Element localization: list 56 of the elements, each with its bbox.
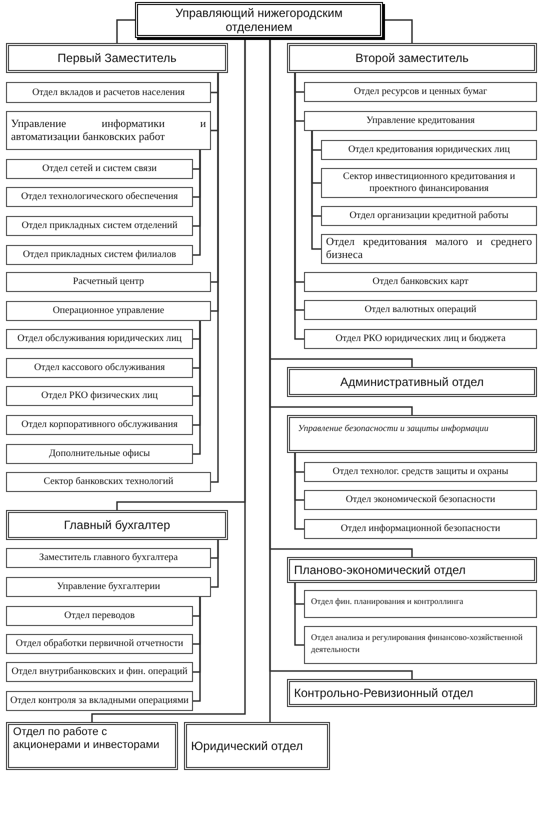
connector-line xyxy=(193,597,201,702)
department-box: Отдел обслуживания юридических лиц xyxy=(6,329,193,349)
department-box: Отдел вкладов и расчетов населения xyxy=(6,82,211,103)
connector-line xyxy=(294,453,304,530)
connector-line xyxy=(269,38,413,680)
department-box: Отдел ресурсов и ценных бумаг xyxy=(304,82,537,102)
department-box: Отдел банковских карт xyxy=(304,272,537,292)
department-box: Отдел внутрибанковских и фин. операций xyxy=(6,662,193,682)
manager-box: Управляющий нижегородским отделением xyxy=(135,2,383,38)
department-box: Отдел организации кредитной работы xyxy=(321,206,537,226)
division-box: Юридический отдел xyxy=(184,722,330,770)
department-box: Отдел корпоративного обслуживания xyxy=(6,415,193,435)
department-box: Отдел экономической безопасности xyxy=(304,490,537,510)
connector-line xyxy=(116,19,135,43)
connector-line xyxy=(211,540,219,588)
connector-line xyxy=(211,73,219,483)
department-box: Отдел информационной безопасности xyxy=(304,519,537,539)
department-box: Отдел обработки первичной отчетности xyxy=(6,634,193,654)
department-box: Отдел кассового обслуживания xyxy=(6,358,193,378)
department-box: Отдел анализа и регулирования финансово-хозяйственной деятельности xyxy=(304,626,537,664)
connector-line xyxy=(294,583,304,646)
division-box: Планово-экономический отдел xyxy=(287,557,537,583)
division-box: Отдел по работе с акционерами и инвесторами xyxy=(6,722,178,770)
department-box: Отдел технологического обеспечения xyxy=(6,187,193,207)
department-box: Сектор инвестиционного кредитования и проектного финансирования xyxy=(321,168,537,198)
department-box: Отдел прикладных систем филиалов xyxy=(6,245,193,265)
connector-line xyxy=(383,19,413,43)
connector-line xyxy=(193,321,201,455)
division-box: Главный бухгалтер xyxy=(6,510,228,540)
connector-line xyxy=(91,38,246,722)
department-box: Отдел РКО физических лиц xyxy=(6,386,193,406)
department-box: Заместитель главного бухгалтера xyxy=(6,548,211,568)
department-box: Отдел РКО юридических лиц и бюджета xyxy=(304,329,537,349)
division-box: Управление безопасности и защиты информации xyxy=(287,415,537,453)
department-box: Управление бухгалтерии xyxy=(6,577,211,597)
connector-line xyxy=(311,131,321,250)
department-box: Отдел прикладных систем отделений xyxy=(6,216,193,236)
department-box: Отдел контроля за вкладными операциями xyxy=(6,691,193,711)
department-box: Отдел кредитования юридических лиц xyxy=(321,140,537,160)
division-box: Контрольно-Ревизионный отдел xyxy=(287,679,537,707)
department-box: Расчетный центр xyxy=(6,272,211,292)
department-box: Сектор банковских технологий xyxy=(6,472,211,492)
department-box: Операционное управление xyxy=(6,301,211,321)
department-box: Отдел сетей и систем связи xyxy=(6,159,193,179)
department-box: Отдел валютных операций xyxy=(304,300,537,320)
connector-line xyxy=(193,150,201,256)
department-box: Отдел фин. планирования и контроллинга xyxy=(304,590,537,618)
department-box: Управление информатики и автоматизации банковских работ xyxy=(6,111,211,150)
department-box: Управление кредитования xyxy=(304,111,537,131)
department-box: Отдел технолог. средств защиты и охраны xyxy=(304,462,537,482)
department-box: Отдел кредитования малого и среднего бизнеса xyxy=(321,234,537,264)
department-box: Дополнительные офисы xyxy=(6,444,193,464)
division-box: Первый Заместитель xyxy=(6,43,228,73)
department-box: Отдел переводов xyxy=(6,606,193,626)
division-box: Второй заместитель xyxy=(287,43,537,73)
division-box: Административный отдел xyxy=(287,367,537,397)
